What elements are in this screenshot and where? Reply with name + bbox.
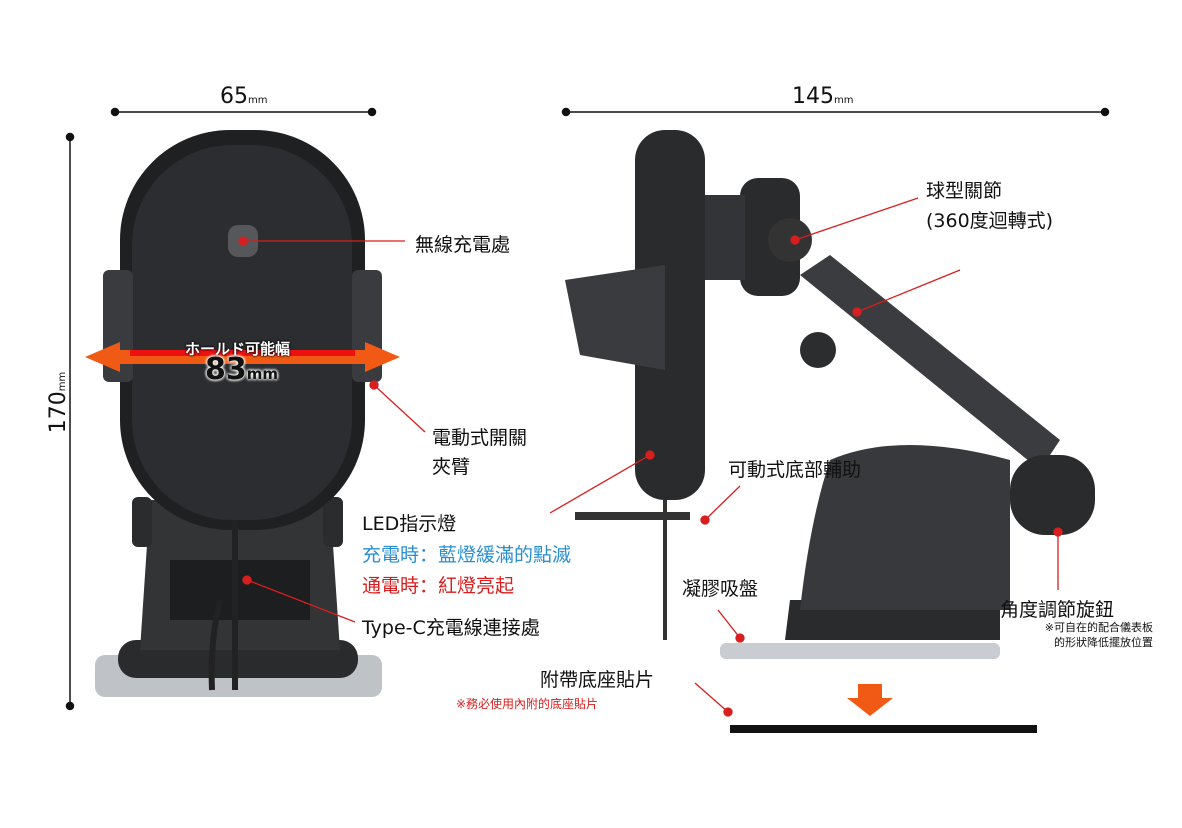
height-dimension: 170mm bbox=[46, 372, 71, 433]
depth-dimension: 145mm bbox=[792, 84, 853, 109]
label-angle-note-line1: ※可自在的配合儀表板 bbox=[1044, 621, 1153, 634]
label-ball-joint-line2: (360度迴轉式) bbox=[926, 210, 1054, 232]
label-angle-knob: 角度調節旋鈕 bbox=[1000, 599, 1115, 621]
side-view-holder bbox=[565, 130, 1095, 659]
label-motor-arm-line1: 電動式開關 bbox=[432, 427, 528, 449]
front-view-holder bbox=[85, 130, 400, 697]
label-led-powered: 通電時：紅燈亮起 bbox=[362, 575, 515, 597]
height-value: 170 bbox=[46, 391, 72, 434]
label-base-sticker-note: ※務必使用內附的底座貼片 bbox=[456, 697, 599, 711]
label-wireless-charging: 無線充電處 bbox=[415, 234, 511, 256]
width-unit: mm bbox=[248, 95, 268, 106]
hold-width-title: ホールド可能幅 bbox=[185, 340, 291, 358]
label-led-charging: 充電時：藍燈緩滿的點滅 bbox=[362, 544, 572, 566]
callout-lines bbox=[238, 197, 1063, 717]
hold-width-value: 83mm bbox=[205, 352, 278, 387]
width-dimension: 65mm bbox=[220, 84, 267, 109]
label-ball-joint: 球型關節 (360度迴轉式) bbox=[926, 176, 1053, 236]
label-led-title: LED指示燈 bbox=[362, 513, 457, 535]
hold-width-unit: mm bbox=[246, 365, 279, 383]
width-value: 65 bbox=[220, 84, 248, 109]
label-base-sticker: 附帶底座貼片 bbox=[540, 669, 655, 691]
depth-value: 145 bbox=[792, 84, 834, 109]
hold-width-number: 83 bbox=[205, 352, 247, 387]
mount-surface-bar bbox=[730, 725, 1037, 733]
down-arrow-icon bbox=[847, 684, 893, 716]
label-typec: Type-C充電線連接處 bbox=[362, 617, 540, 639]
label-motor-arm: 電動式開關夾臂 bbox=[432, 424, 527, 482]
label-gel-suction: 凝膠吸盤 bbox=[682, 578, 759, 600]
dimension-lines bbox=[65, 107, 1110, 711]
label-movable-support: 可動式底部輔助 bbox=[728, 459, 862, 481]
label-angle-note-line2: 的形狀降低擺放位置 bbox=[1054, 636, 1153, 649]
label-ball-joint-line1: 球型關節 bbox=[926, 180, 1003, 202]
height-unit: mm bbox=[57, 371, 69, 392]
depth-unit: mm bbox=[834, 95, 854, 106]
label-motor-arm-line2: 夾臂 bbox=[432, 456, 471, 478]
label-angle-note: ※可自在的配合儀表板的形狀降低擺放位置 bbox=[1010, 620, 1153, 650]
